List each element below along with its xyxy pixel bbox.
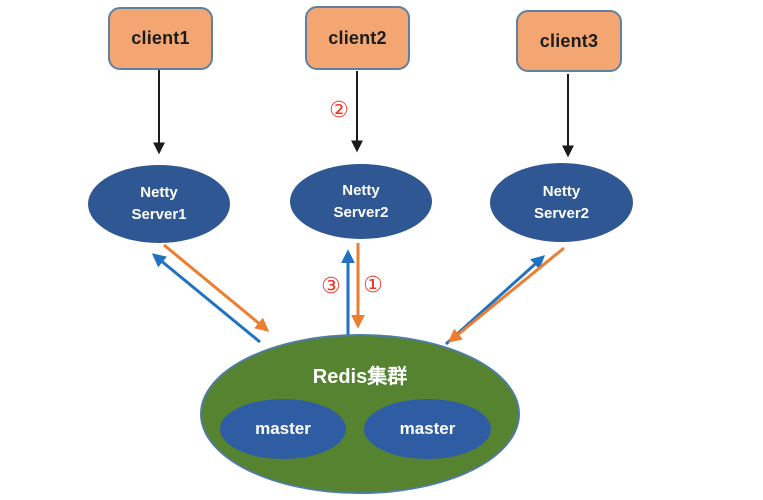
client1-label: client1 [131,28,190,48]
netty-server1-ellipse: Netty Server1 [88,165,230,243]
master2-label: master [399,419,456,438]
netty-server3-ellipse: Netty Server2 [490,163,633,242]
client2-label: client2 [328,27,387,48]
step-1-label: ① [363,273,383,298]
step-3-label: ③ [321,274,341,299]
netty-server2-label-line2: Server2 [333,203,389,221]
master2-ellipse: master [364,399,491,459]
client3-box: client3 [516,10,622,72]
step-2-label: ② [329,98,349,123]
netty-server2-label-line1: Netty [342,181,380,199]
netty-server3-label-line1: Netty [542,182,581,200]
netty-server1-label-line1: Netty [140,184,178,202]
client1-box: client1 [108,7,213,70]
master1-label: master [255,419,311,438]
netty-server1-label-line2: Server1 [131,206,187,223]
client3-label: client3 [539,30,599,51]
arrow-cluster-to-server3-blue [444,255,546,346]
arrow-server3-to-cluster-orange [447,246,565,343]
netty-server3-label-line2: Server2 [533,204,590,222]
master1-ellipse: master [220,399,346,459]
arrow-server1-to-cluster-orange [163,243,270,332]
arrow-cluster-to-server1-blue [151,253,261,344]
redis-cluster-ellipse: Redis集群 master master [200,334,520,494]
redis-cluster-label: Redis集群 [312,366,408,388]
client2-box: client2 [305,6,410,70]
netty-server2-ellipse: Netty Server2 [290,164,432,239]
